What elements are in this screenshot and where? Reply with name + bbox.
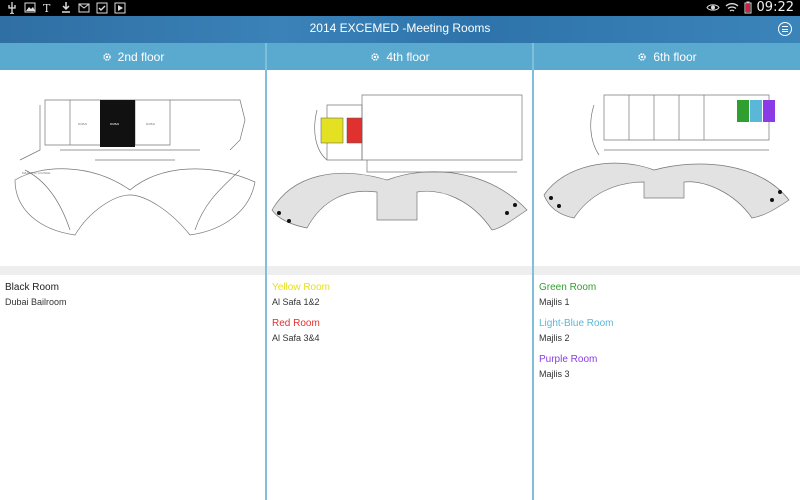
image-icon	[24, 2, 36, 13]
room-detail: Majlis 2	[539, 333, 570, 343]
nyt-icon: T	[43, 2, 51, 14]
task-icon	[96, 2, 108, 14]
room-detail: Majlis 1	[539, 297, 570, 307]
room-name: Green Room	[539, 282, 597, 293]
room-item-green[interactable]: Green Room Majlis 1	[539, 282, 613, 307]
floor-tab-6th[interactable]: 6th floor	[534, 43, 800, 70]
map-separator	[0, 266, 265, 275]
floor-label: 2nd floor	[117, 49, 165, 64]
map-separator	[267, 266, 532, 275]
gear-icon	[102, 52, 111, 61]
floor-tab-2nd[interactable]: 2nd floor	[0, 43, 266, 70]
room-name: Light-Blue Room	[539, 318, 614, 329]
room-detail: Dubai Bailroom	[5, 297, 67, 307]
column-divider	[265, 43, 267, 500]
gear-icon	[638, 52, 647, 61]
room-name: Purple Room	[539, 354, 598, 365]
room-item-light-blue[interactable]: Light-Blue Room Majlis 2	[539, 318, 613, 343]
floor-label: 6th floor	[653, 49, 697, 64]
room-detail: Al Safa 3&4	[272, 333, 320, 343]
svg-text:MAJESTIC LOUNGE: MAJESTIC LOUNGE	[22, 171, 50, 175]
status-time: 09:22	[756, 0, 794, 15]
page-title: 2014 EXCEMED -Meeting Rooms	[309, 21, 491, 35]
room-detail: Al Safa 1&2	[272, 297, 320, 307]
svg-text:T: T	[43, 2, 51, 14]
map-separator	[534, 266, 800, 275]
usb-icon	[8, 2, 16, 14]
floor-plan-6th[interactable]	[534, 70, 800, 266]
room-item-purple[interactable]: Purple Room Majlis 3	[539, 354, 613, 379]
room-name: Yellow Room	[272, 282, 330, 293]
eye-icon	[705, 4, 720, 11]
floor-plan-2nd[interactable]: DUBAI DUBAI MAJESTIC LOUNGE DUBAI	[0, 70, 265, 266]
menu-icon[interactable]	[778, 22, 792, 36]
floor-label: 4th floor	[386, 49, 430, 64]
download-icon	[62, 2, 70, 13]
floor-column-2nd: DUBAI DUBAI MAJESTIC LOUNGE DUBAI Black …	[0, 70, 265, 500]
room-list-2nd: Black Room Dubai Bailroom	[5, 280, 67, 318]
room-item-yellow[interactable]: Yellow Room Al Safa 1&2	[272, 282, 330, 307]
column-divider	[532, 43, 534, 500]
room-detail: Majlis 3	[539, 369, 570, 379]
svg-text:DUBAI: DUBAI	[110, 122, 119, 126]
floor-tab-4th[interactable]: 4th floor	[268, 43, 532, 70]
floor-header-bar: 2nd floor 4th floor 6th floor	[0, 43, 800, 70]
app-bar: 2014 EXCEMED -Meeting Rooms	[0, 16, 800, 43]
room-list-4th: Yellow Room Al Safa 1&2 Red Room Al Safa…	[272, 280, 330, 354]
status-bar: T 09:22	[0, 0, 800, 16]
room-item-black[interactable]: Black Room Dubai Bailroom	[5, 282, 67, 307]
battery-icon	[744, 1, 752, 14]
floor-column-6th: Green Room Majlis 1 Light-Blue Room Majl…	[534, 70, 800, 500]
gmail-icon	[78, 3, 90, 13]
room-item-red[interactable]: Red Room Al Safa 3&4	[272, 318, 330, 343]
wifi-icon	[725, 3, 738, 12]
floor-column-4th: Yellow Room Al Safa 1&2 Red Room Al Safa…	[267, 70, 532, 500]
svg-text:DUBAI: DUBAI	[78, 122, 87, 126]
gear-icon	[371, 52, 380, 61]
svg-text:DUBAI: DUBAI	[146, 122, 155, 126]
play-icon	[114, 2, 126, 14]
room-name: Red Room	[272, 318, 320, 329]
floor-plan-4th[interactable]	[267, 70, 532, 266]
room-list-6th: Green Room Majlis 1 Light-Blue Room Majl…	[539, 280, 613, 390]
room-name: Black Room	[5, 282, 59, 293]
